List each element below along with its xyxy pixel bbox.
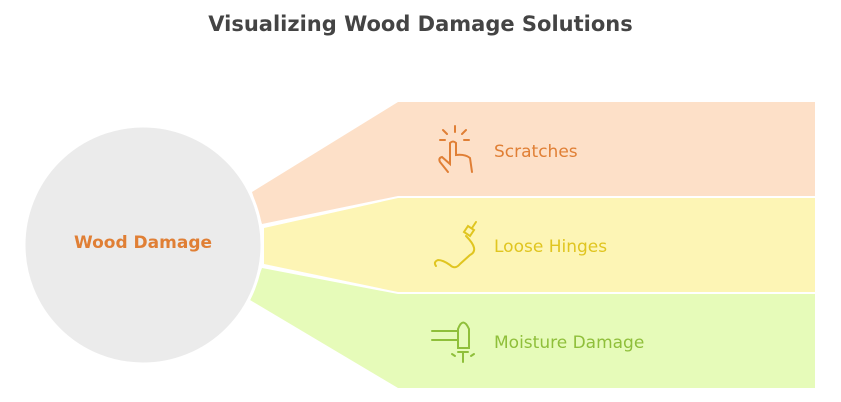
branch-label-scratches: Scratches bbox=[494, 142, 578, 162]
branch-band-scratches bbox=[252, 102, 815, 224]
diagram-title: Visualizing Wood Damage Solutions bbox=[208, 12, 633, 36]
branch-band-moisture-damage bbox=[250, 268, 815, 388]
center-circle bbox=[22, 124, 264, 366]
center-label: Wood Damage bbox=[73, 233, 213, 253]
branch-label-loose-hinges: Loose Hinges bbox=[494, 237, 608, 257]
plug-cable-icon bbox=[433, 221, 477, 269]
hair-dryer-icon bbox=[431, 321, 475, 363]
branch-band-loose-hinges bbox=[264, 198, 815, 292]
pointing-hand-tap-icon bbox=[438, 125, 473, 173]
branch-label-moisture-damage: Moisture Damage bbox=[494, 333, 645, 353]
